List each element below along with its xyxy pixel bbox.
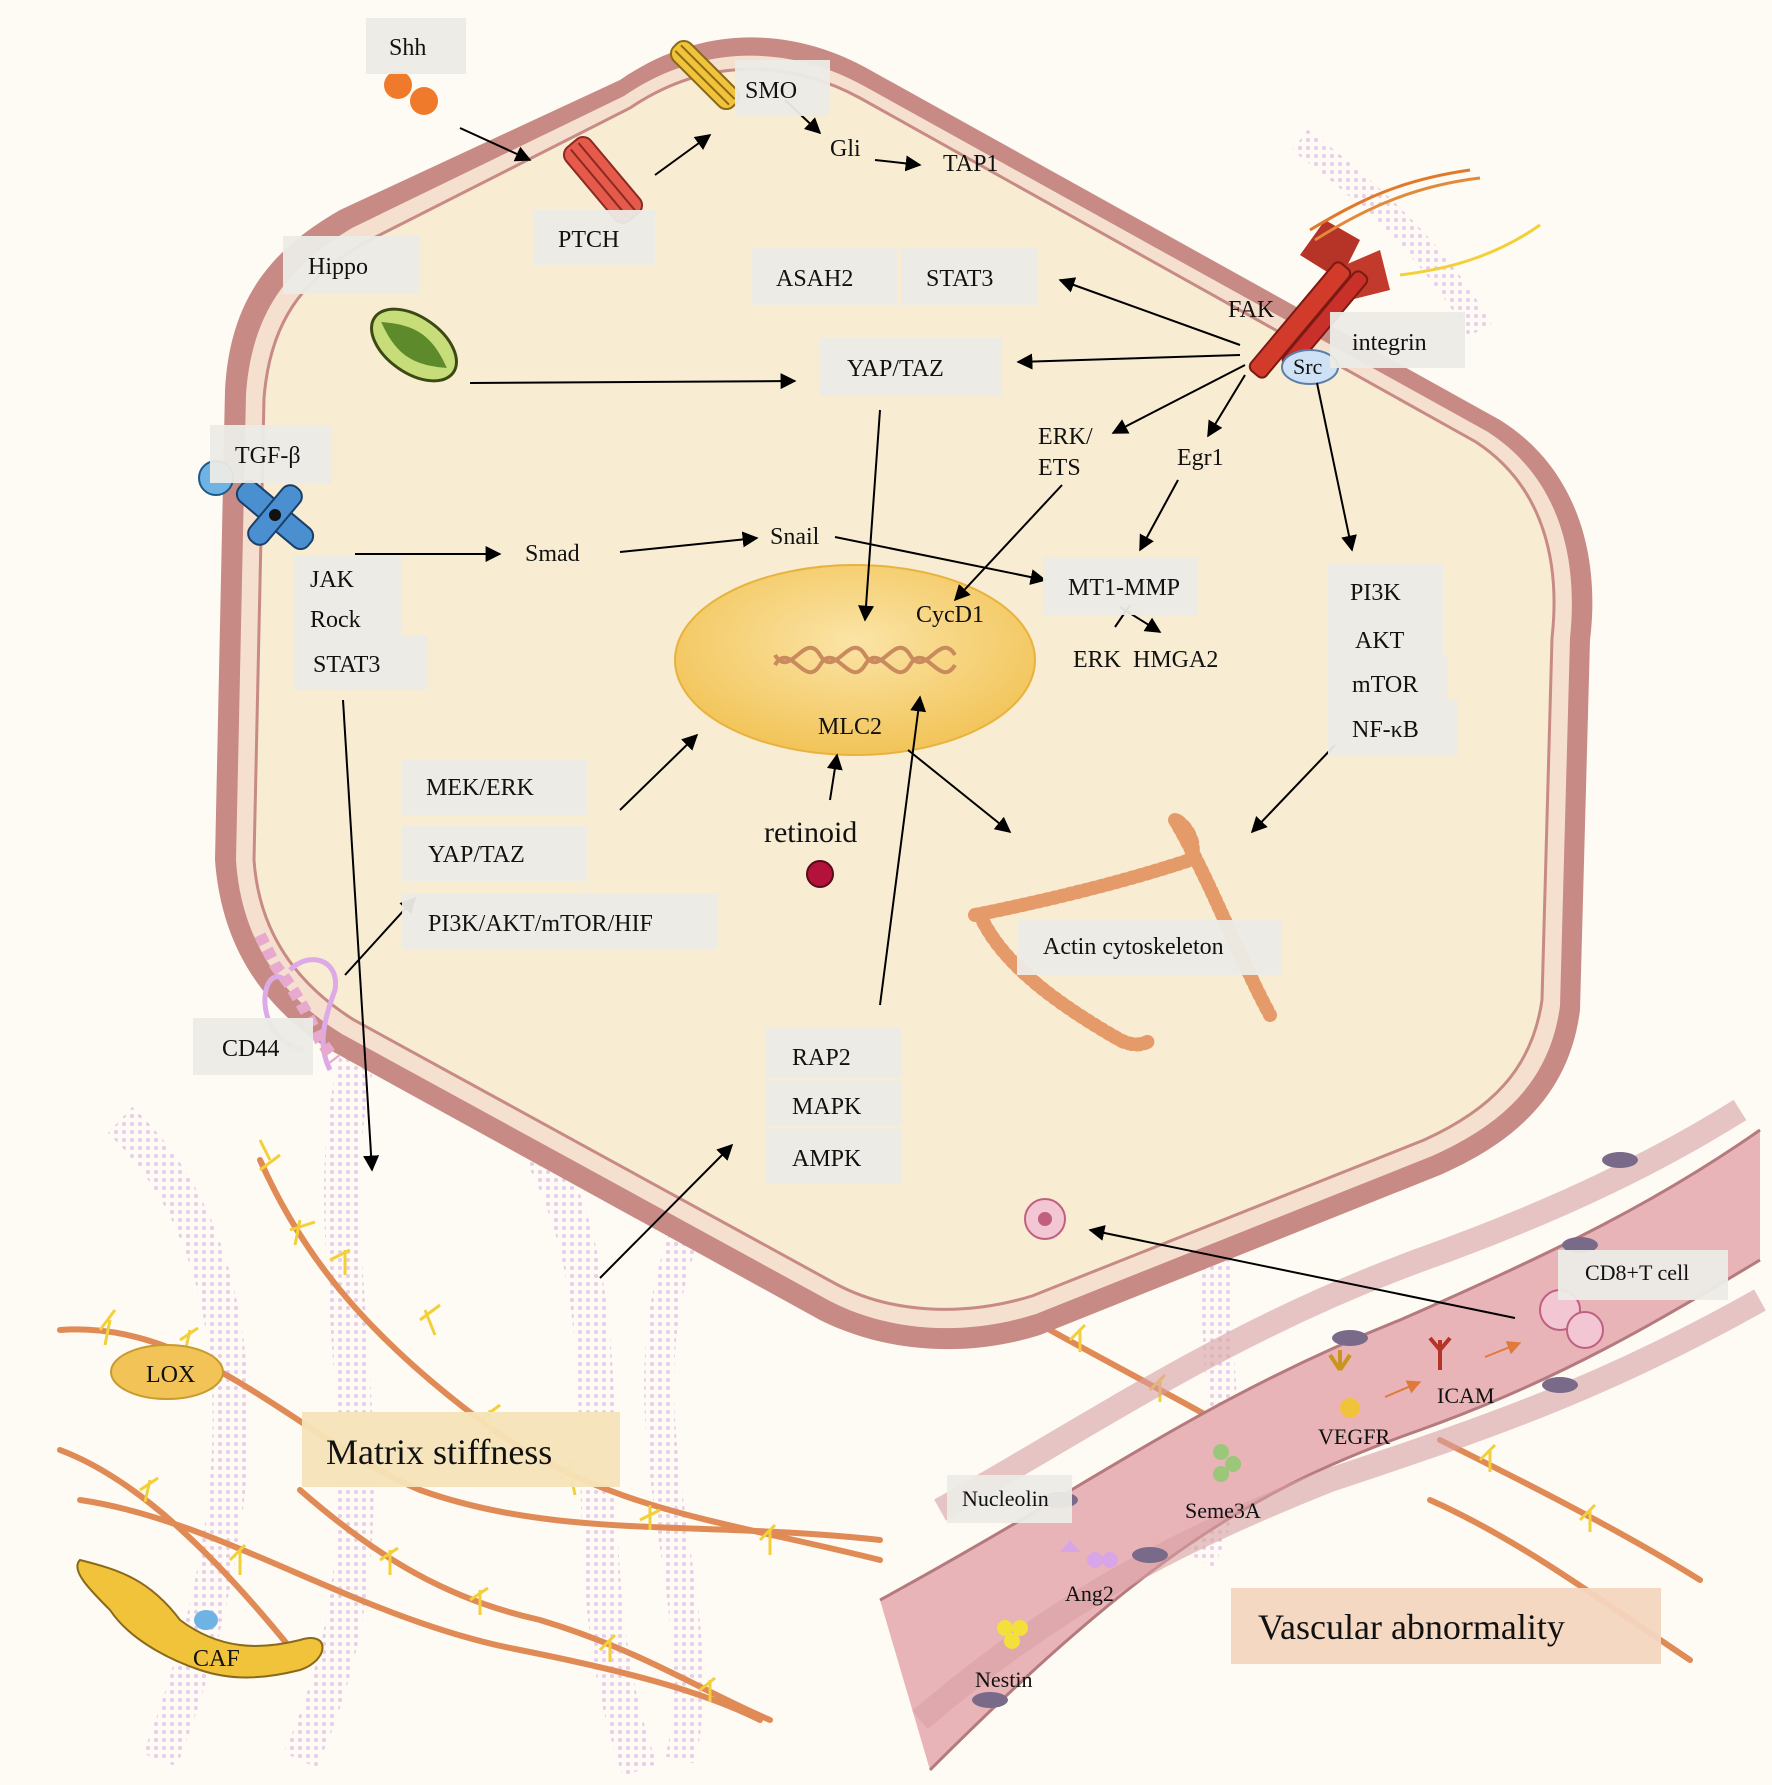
label-lox: LOX	[146, 1362, 196, 1388]
label-ampk: AMPK	[792, 1146, 862, 1172]
label-snail: Snail	[770, 524, 820, 550]
seme3a-icon	[1213, 1444, 1241, 1482]
label-tgfb: TGF-β	[235, 443, 301, 469]
label-egr1: Egr1	[1177, 445, 1224, 471]
integrin-ligand-fibers	[1309, 168, 1541, 277]
smo-receptor-icon	[669, 39, 741, 111]
label-smo: SMO	[745, 78, 798, 104]
label-tap1: TAP1	[943, 151, 999, 177]
retinoid-icon	[806, 860, 834, 888]
label-shh: Shh	[389, 35, 427, 61]
label-nucleolin: Nucleolin	[962, 1486, 1049, 1511]
label-ang2: Ang2	[1065, 1581, 1114, 1606]
label-mtor: mTOR	[1352, 672, 1419, 698]
label-fak: FAK	[1228, 297, 1275, 323]
caf-cell-icon	[76, 1558, 324, 1679]
label-seme3a: Seme3A	[1185, 1498, 1261, 1523]
vessel-arrows	[1384, 1341, 1522, 1398]
label-mek-erk: MEK/ERK	[426, 775, 534, 801]
label-mlc2: MLC2	[818, 714, 883, 740]
nucleus	[674, 564, 1036, 756]
integrin-receptor-icon	[1248, 220, 1390, 379]
label-jak: JAK	[310, 567, 355, 593]
dna-helix-icon	[773, 645, 957, 675]
hippo-receptor-icon	[370, 307, 458, 383]
label-retinoid: retinoid	[764, 816, 858, 849]
label-cd44: CD44	[222, 1036, 280, 1062]
label-asah2: ASAH2	[776, 266, 854, 292]
label-mt1-mmp: MT1-MMP	[1068, 575, 1181, 601]
label-yap-taz-low: YAP/TAZ	[428, 842, 525, 868]
label-smad: Smad	[525, 541, 580, 567]
label-stat3-top: STAT3	[926, 266, 994, 292]
cd8-t-cell-icon	[1024, 1198, 1604, 1349]
label-src: Src	[1293, 354, 1323, 379]
label-cycd1: CycD1	[916, 602, 984, 628]
label-caf: CAF	[193, 1646, 240, 1672]
label-erk-hmga2: ERK HMGA2	[1073, 647, 1219, 673]
lox-oval	[110, 1344, 224, 1400]
label-matrix-stiffness: Matrix stiffness	[326, 1432, 553, 1472]
label-mapk: MAPK	[792, 1094, 862, 1120]
label-hippo: Hippo	[308, 254, 368, 280]
label-rock: Rock	[310, 607, 361, 633]
label-nestin: Nestin	[975, 1667, 1033, 1692]
label-pi3k: PI3K	[1350, 580, 1401, 606]
label-cd8-t-cell: CD8+T cell	[1585, 1260, 1690, 1285]
label-stat3-left: STAT3	[313, 652, 381, 678]
shh-ligand-icon	[384, 71, 438, 115]
label-rap2: RAP2	[792, 1045, 851, 1071]
label-gli: Gli	[830, 136, 861, 162]
label-erk-ets: ERK/ ETS	[1038, 424, 1093, 482]
vegfr-receptor-icon	[1328, 1350, 1360, 1418]
label-vegfr: VEGFR	[1318, 1424, 1391, 1449]
label-actin-cytoskeleton: Actin cytoskeleton	[1043, 934, 1224, 960]
label-icam: ICAM	[1437, 1383, 1495, 1408]
label-integrin: integrin	[1352, 330, 1427, 356]
label-ptch: PTCH	[558, 227, 620, 253]
icam-receptor-icon	[1428, 1336, 1452, 1370]
actin-cytoskeleton-icon	[968, 813, 1277, 1052]
ang2-icon	[1060, 1540, 1118, 1568]
label-akt: AKT	[1355, 628, 1405, 654]
label-nfkb: NF-κB	[1352, 717, 1419, 743]
nestin-icon	[997, 1620, 1028, 1649]
label-pi3k-akt-mtor-hif: PI3K/AKT/mTOR/HIF	[428, 911, 653, 937]
label-yap-taz-top: YAP/TAZ	[847, 356, 944, 382]
label-vascular-abnormality: Vascular abnormality	[1258, 1607, 1565, 1647]
blood-vessel	[879, 1099, 1766, 1772]
